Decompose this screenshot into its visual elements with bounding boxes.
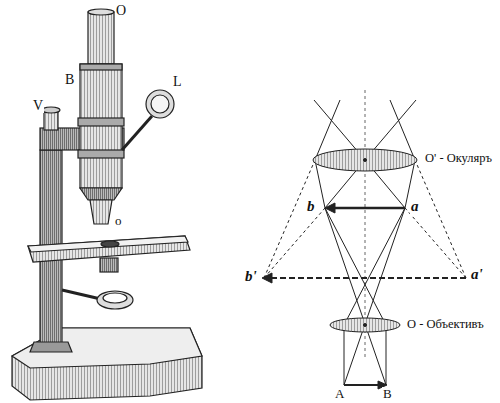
- ray-diagram: [262, 90, 466, 389]
- objective-lens: [330, 318, 400, 332]
- ray: [344, 208, 405, 325]
- nosepiece: [80, 188, 122, 200]
- arrowhead: [325, 203, 335, 213]
- object: [344, 384, 380, 386]
- mirror: [97, 291, 133, 309]
- part-label: V: [32, 98, 44, 113]
- part-label: B: [382, 387, 393, 401]
- part-label: a: [410, 198, 420, 215]
- virtual-ray: [415, 160, 466, 278]
- real-image: [331, 207, 405, 210]
- part-label: b': [244, 268, 258, 285]
- eyepiece-lens: [313, 149, 417, 171]
- pillar-foot: [30, 342, 72, 352]
- eyepiece-top: [88, 9, 114, 15]
- part-label: O - Объективъ: [406, 318, 485, 332]
- microscope-drawing: [12, 9, 202, 400]
- part-label: O' - Окуляръ: [424, 152, 493, 166]
- hand-lens: [146, 90, 174, 118]
- lens-center: [364, 159, 367, 162]
- objective: [90, 200, 112, 224]
- part-label: L: [172, 74, 183, 89]
- lens-center: [364, 324, 367, 327]
- part-label: A: [334, 387, 345, 401]
- ray: [344, 208, 405, 385]
- ray: [325, 208, 386, 325]
- part-label: B: [64, 72, 75, 87]
- mirror-face: [103, 293, 127, 303]
- diaphragm: [100, 258, 118, 272]
- tube-ring: [78, 150, 124, 158]
- tube-ring: [78, 118, 124, 126]
- part-label: b: [306, 198, 316, 215]
- ray: [386, 325, 387, 385]
- stage-top: [28, 236, 188, 252]
- knob-cap: [42, 107, 60, 113]
- part-label: a': [470, 266, 484, 283]
- tube-ring: [80, 64, 122, 70]
- ray: [315, 160, 325, 208]
- virtual-ray: [405, 208, 466, 278]
- eyepiece-tube: [88, 12, 114, 64]
- virtual-ray: [264, 208, 325, 278]
- virtual-image: [270, 277, 466, 279]
- part-label: o: [114, 214, 123, 228]
- arrowhead: [262, 273, 272, 283]
- lens-arm: [122, 116, 152, 150]
- ray: [325, 208, 386, 385]
- lens-glass: [151, 95, 169, 113]
- stage-hole: [101, 241, 119, 247]
- ray: [344, 325, 345, 385]
- part-label: O: [115, 3, 127, 18]
- virtual-ray: [264, 160, 315, 278]
